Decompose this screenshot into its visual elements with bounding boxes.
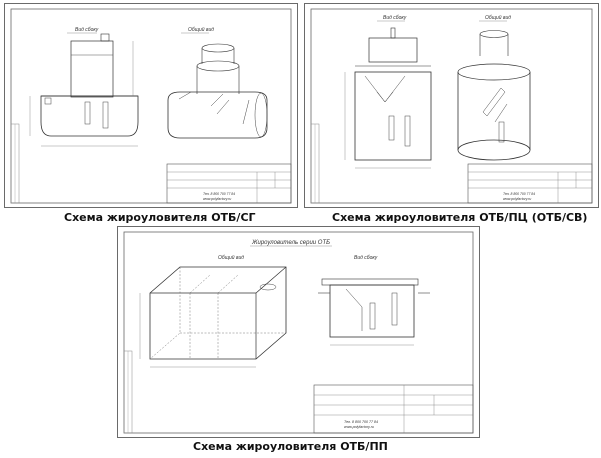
drawing-pp-svg: Жироуловитель серии ОТБ Общий вид Вид сб… (123, 231, 474, 434)
contact-phone: Тел. 8 800 700 77 84 (344, 420, 378, 424)
view-general-label: Общий вид (485, 14, 511, 21)
sheet-title: Жироуловитель серии ОТБ (251, 240, 330, 246)
caption-pc: Схема жироуловителя ОТБ/ПЦ (ОТБ/СВ) (332, 211, 588, 224)
view-side-label: Вид сбоку (354, 255, 378, 261)
drawing-sheet-pp: Жироуловитель серии ОТБ Общий вид Вид сб… (117, 226, 480, 438)
view-side-label: Вид сбоку (383, 15, 407, 21)
view-general-label: Общий вид (188, 26, 214, 33)
contact-phone: Тел. 8 800 700 77 84 (503, 192, 535, 196)
drawing-pc-svg: Вид сбоку Общий вид Тел. 8 800 700 77 84 (310, 8, 593, 204)
drawing-sg-svg: Вид сбоку Общий вид Тел. 8 (10, 8, 292, 204)
drawing-sheet-pc: Вид сбоку Общий вид Тел. 8 800 700 77 84 (304, 3, 599, 208)
view-general-label: Общий вид (218, 254, 244, 261)
contact-phone: Тел. 8 800 700 77 84 (203, 192, 235, 196)
drawing-sheet-sg: Вид сбоку Общий вид Тел. 8 (4, 3, 298, 208)
caption-pp: Схема жироуловителя ОТБ/ПП (193, 440, 388, 453)
contact-site: www.polyfactory.ru (344, 425, 374, 429)
view-side-label: Вид сбоку (75, 27, 99, 33)
caption-sg: Схема жироуловителя ОТБ/СГ (64, 211, 256, 224)
contact-site: www.polyfactory.ru (203, 197, 231, 201)
contact-site: www.polyfactory.ru (503, 197, 531, 201)
